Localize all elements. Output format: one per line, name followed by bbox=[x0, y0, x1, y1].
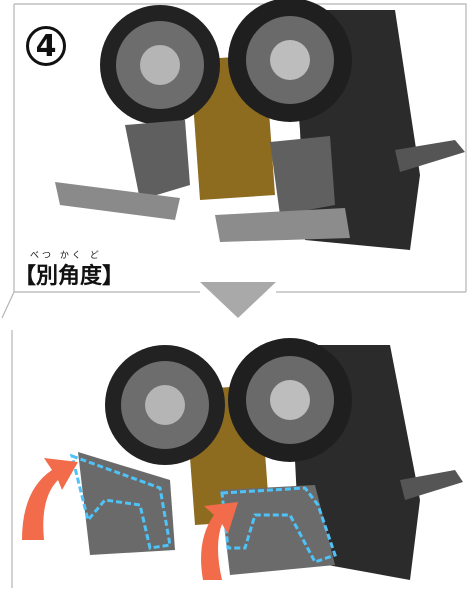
panel-frame bbox=[1, 3, 467, 588]
down-triangle-arrow-icon bbox=[200, 282, 276, 318]
label-ruby: べつ かく ど bbox=[30, 251, 102, 261]
robot-top-view bbox=[55, 0, 465, 250]
curved-up-arrow-icon bbox=[22, 458, 238, 580]
highlight-outline bbox=[69, 453, 337, 564]
angle-label: 【別角度】 bbox=[14, 264, 125, 289]
step-number-badge: 4 bbox=[26, 26, 66, 66]
robot-bottom-view bbox=[78, 338, 463, 580]
